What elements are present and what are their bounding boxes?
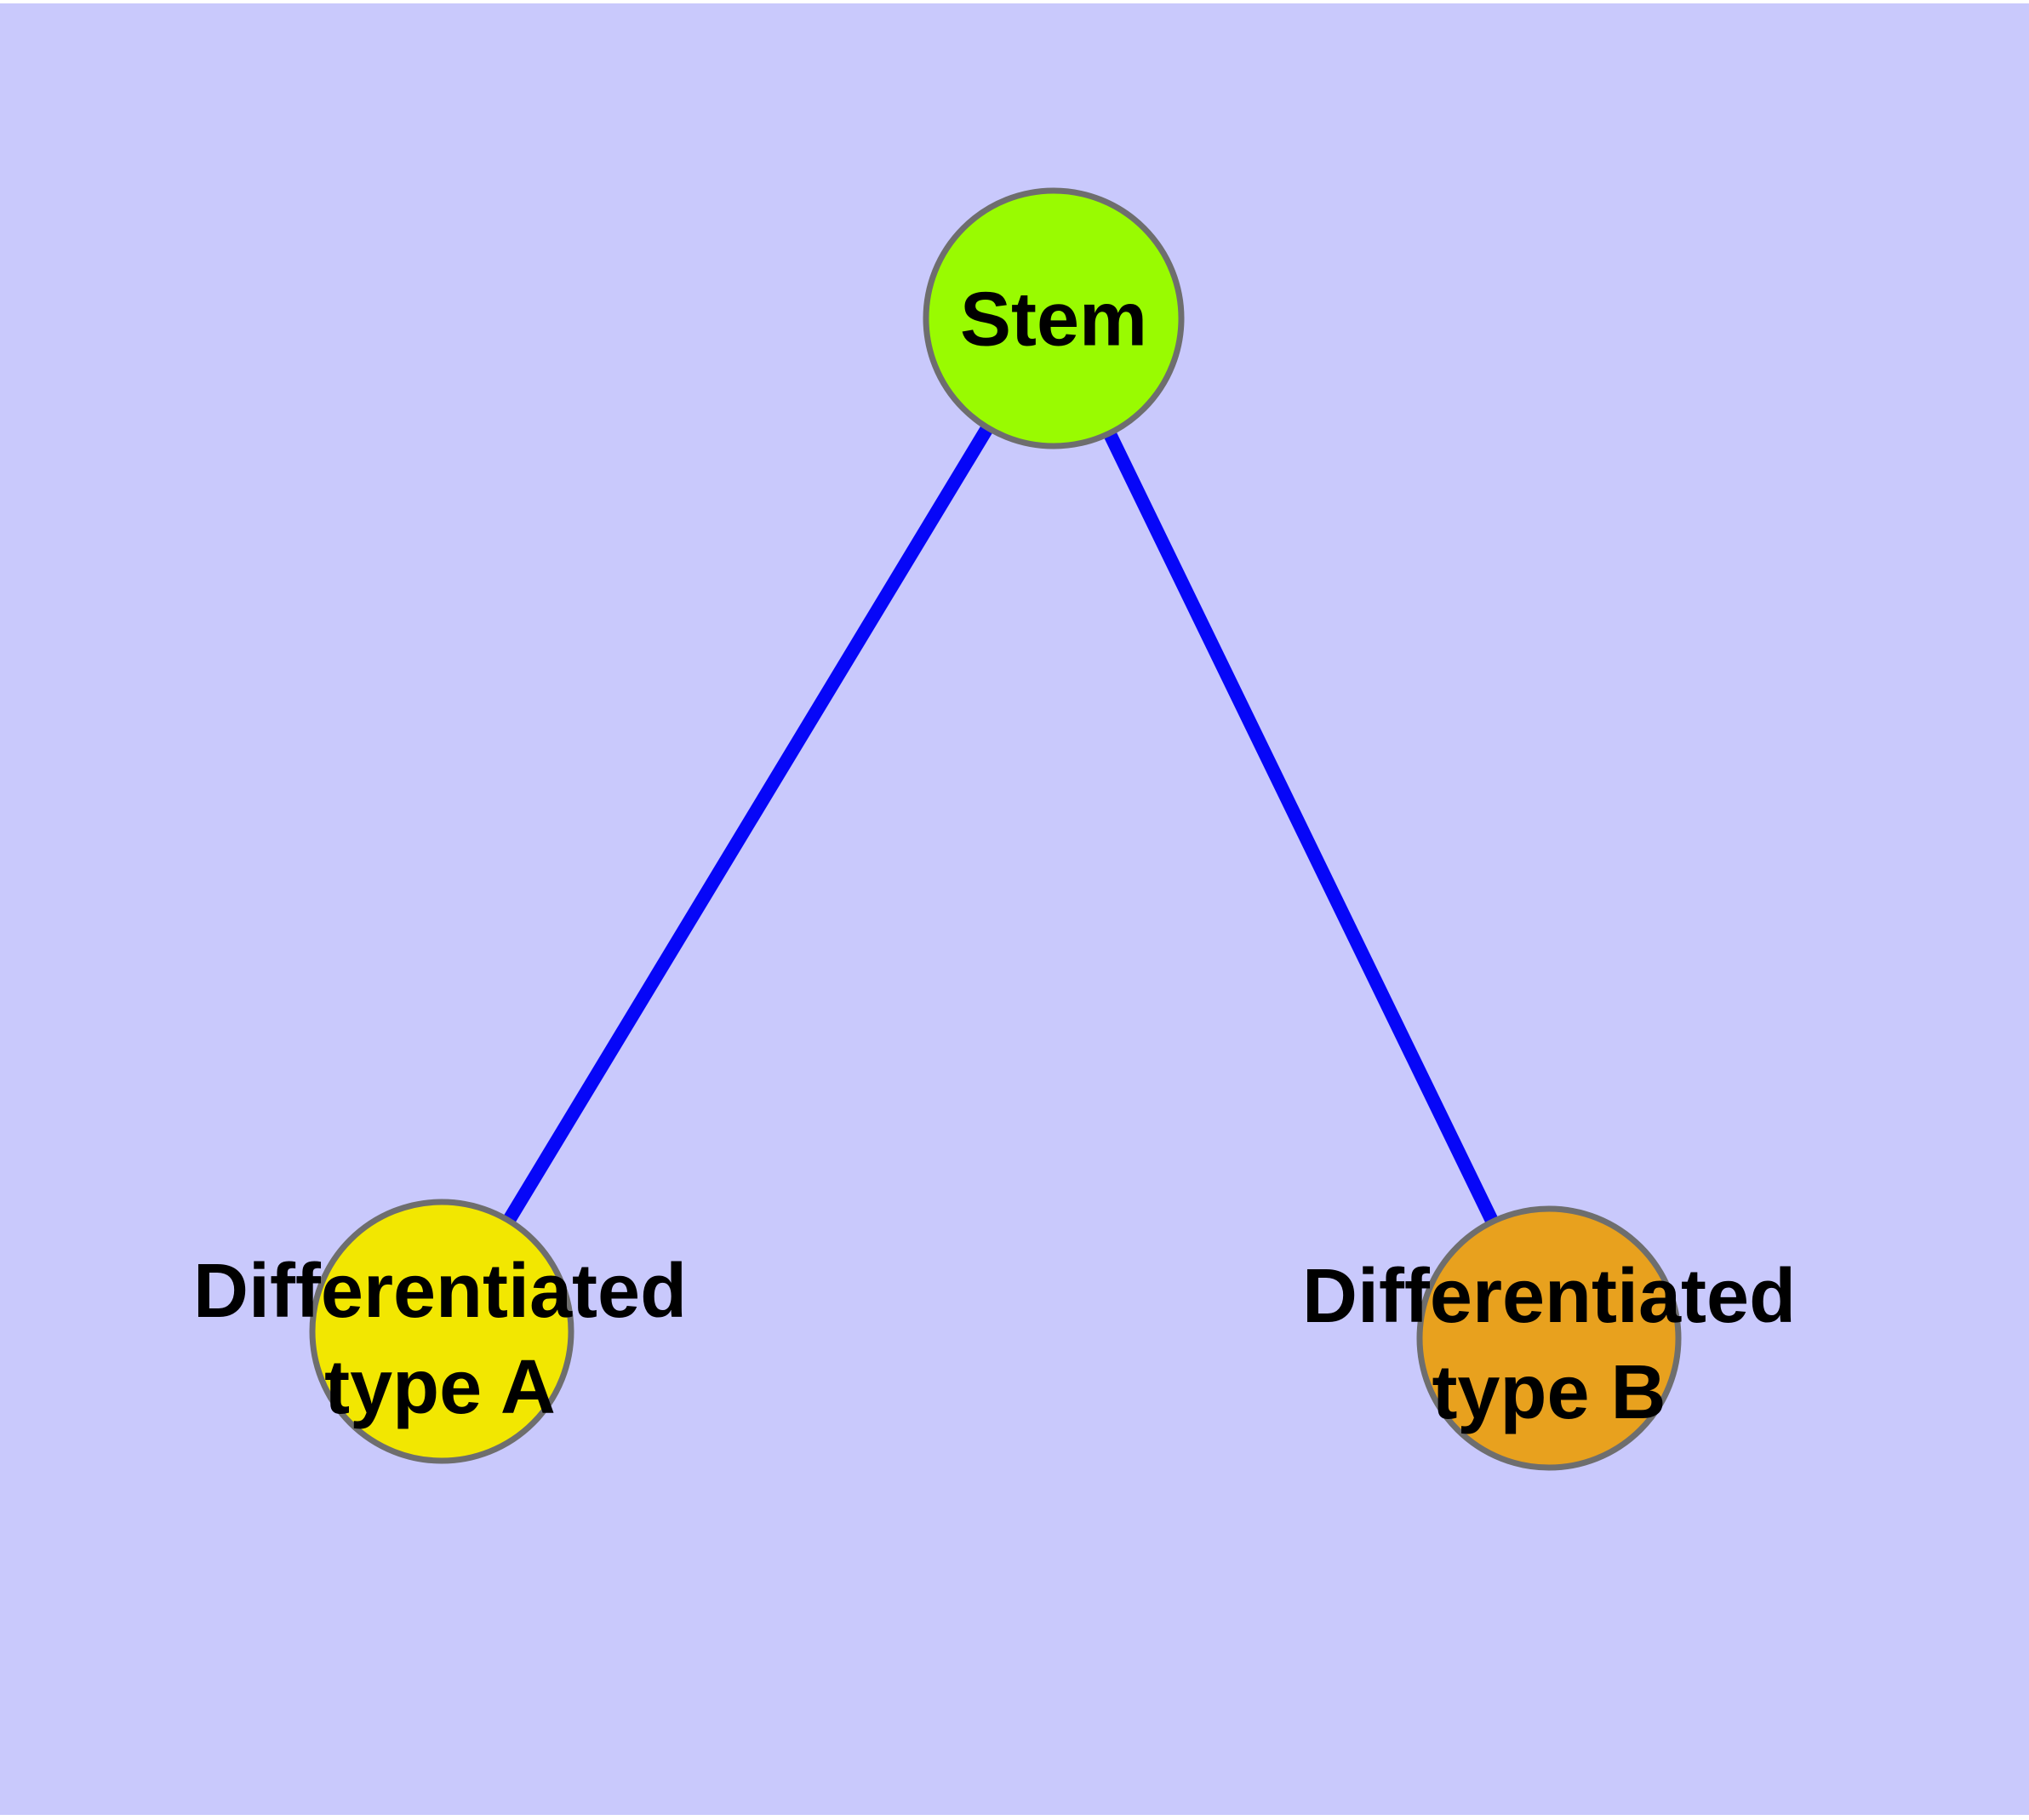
node-stem-label: Stem (960, 272, 1147, 369)
label-line: Differentiated (192, 1249, 688, 1334)
node-type-b-label: Differentiated type B (1302, 1249, 1796, 1441)
label-line: Stem (959, 277, 1148, 363)
label-line: type A (324, 1345, 556, 1430)
edge-stem-to-type-a (436, 314, 1060, 1336)
node-type-a-label: Differentiated type A (193, 1244, 687, 1436)
node-type-b-circle (1416, 1205, 1682, 1471)
node-stem-circle (923, 187, 1185, 449)
label-line: type B (1432, 1350, 1666, 1435)
node-type-a-circle (309, 1199, 574, 1464)
edge-stem-to-type-b (1047, 315, 1556, 1342)
label-line: Differentiated (1301, 1254, 1797, 1339)
